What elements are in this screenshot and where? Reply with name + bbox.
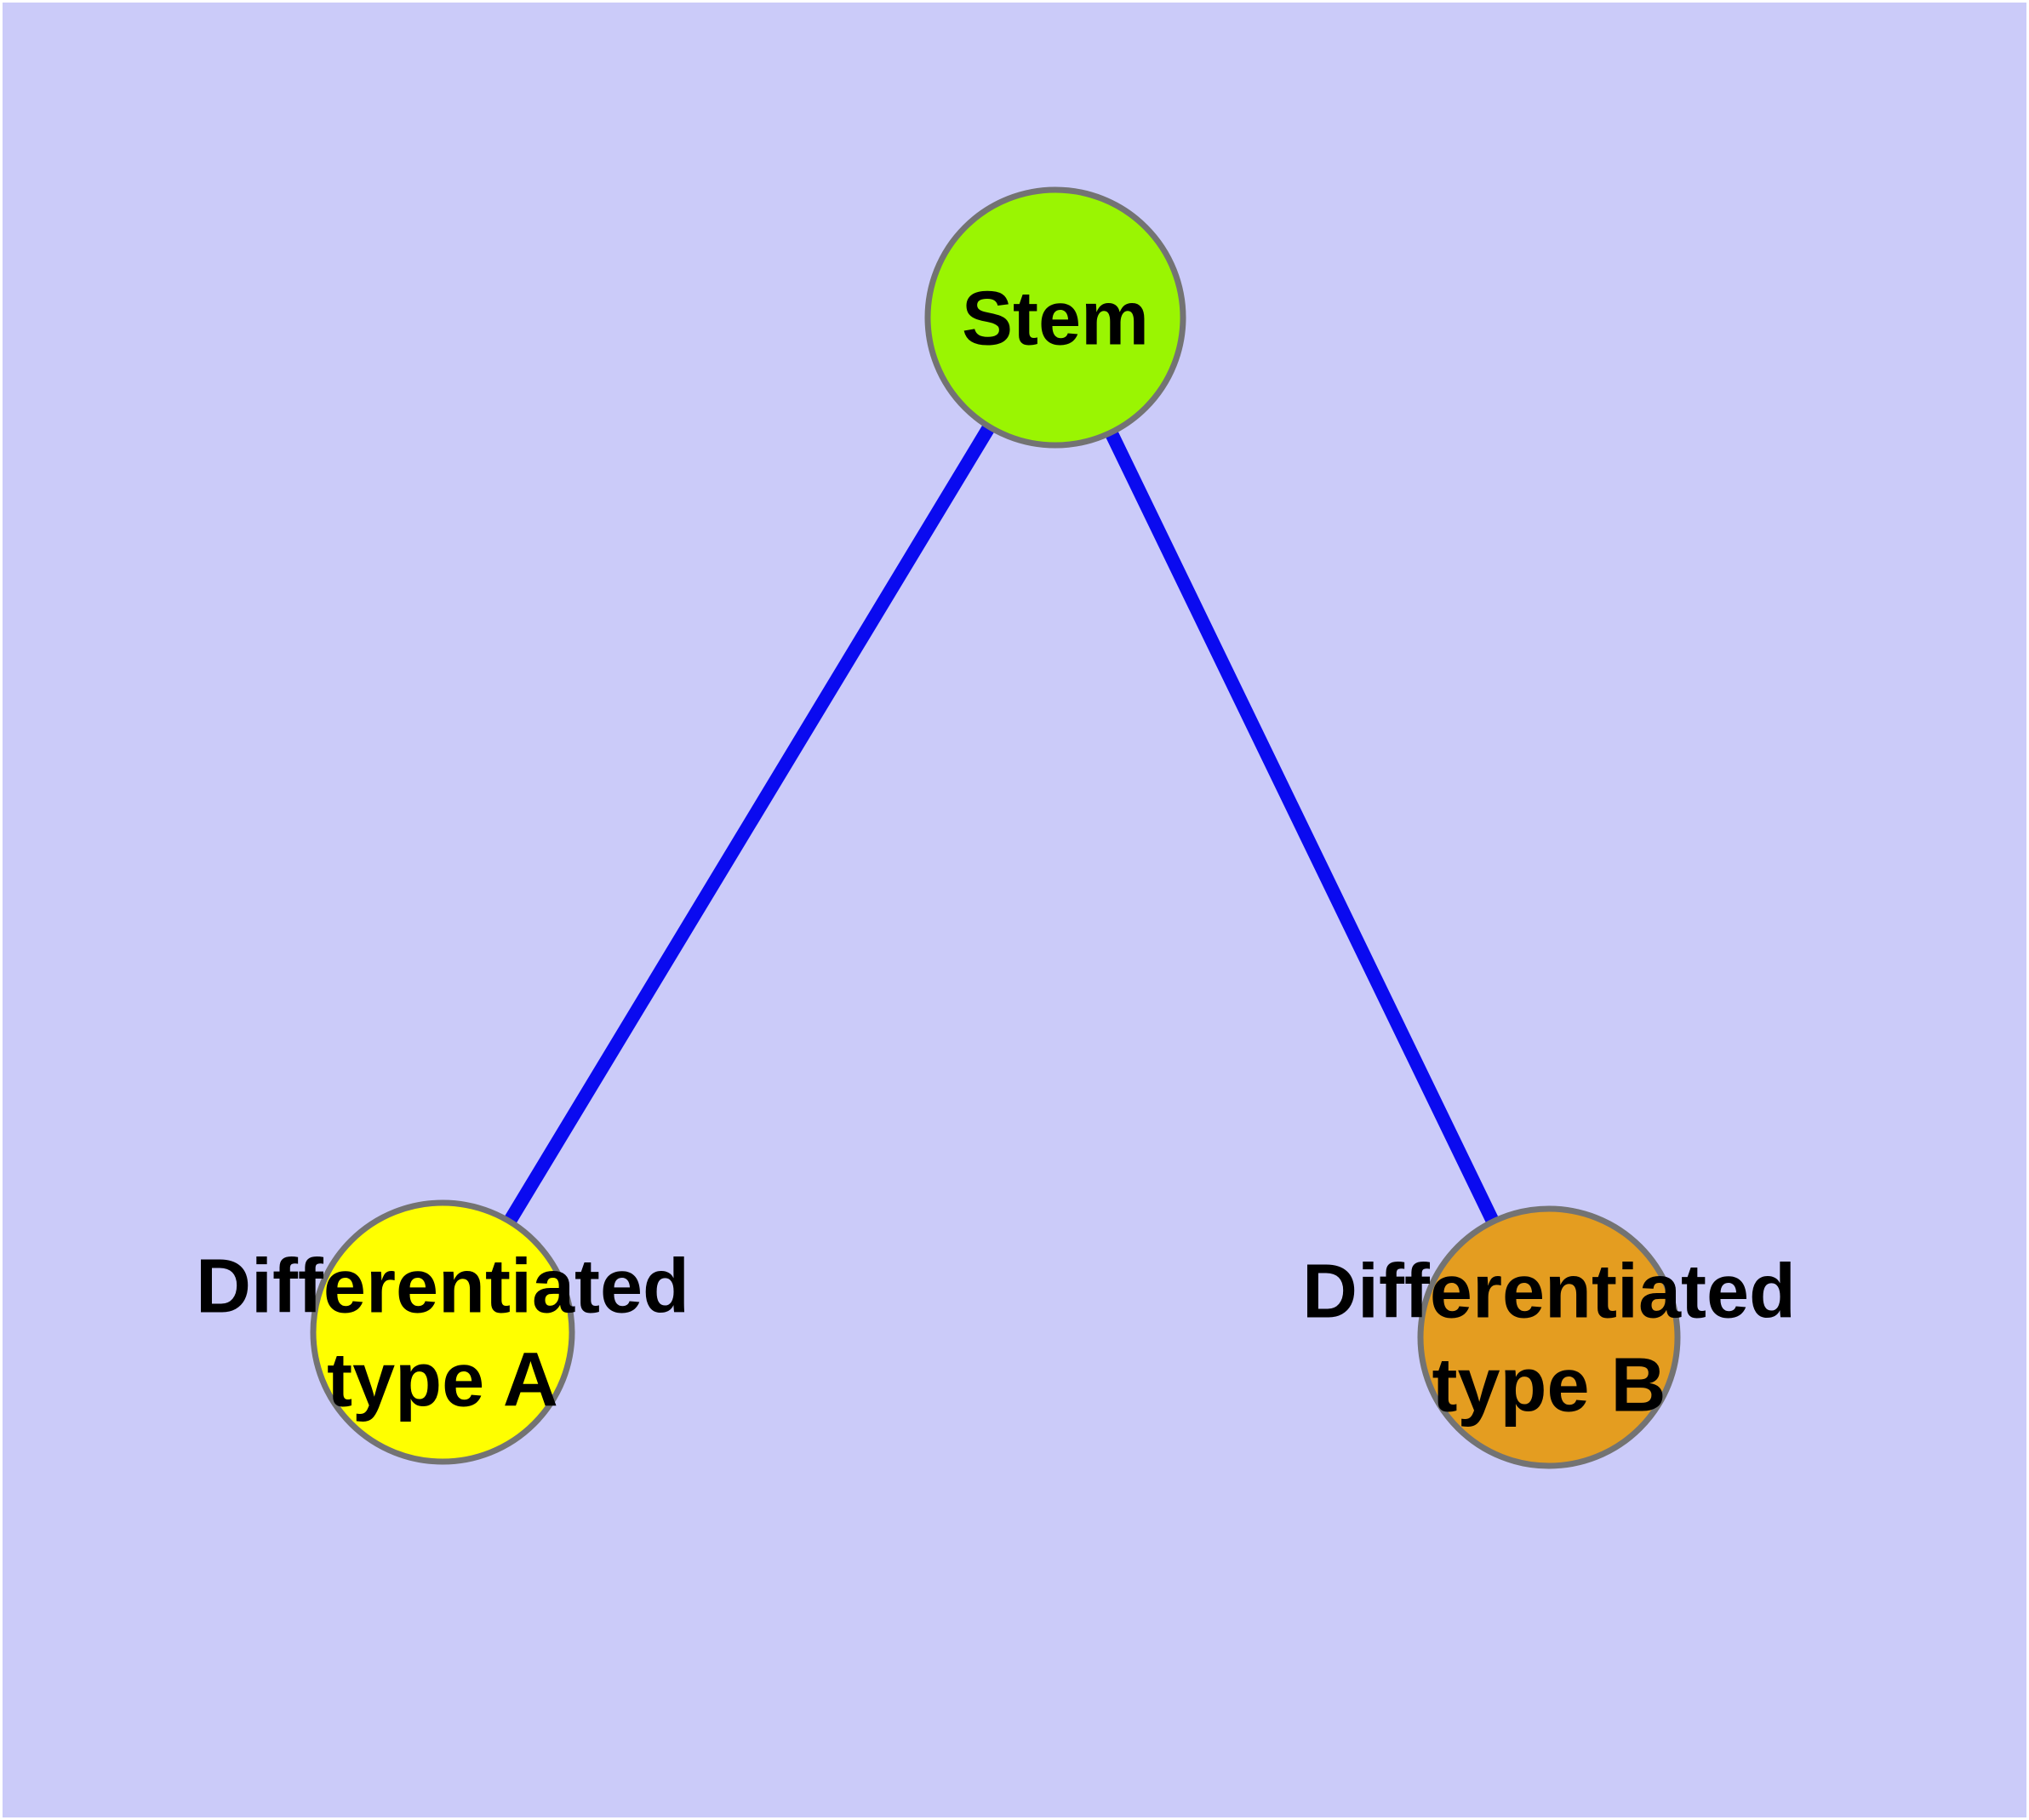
node-differentiated-type-a	[310, 1199, 575, 1465]
node-differentiated-type-a-label-line: type A	[327, 1338, 558, 1423]
nodes-layer	[310, 186, 1681, 1469]
node-differentiated-type-b	[1417, 1205, 1681, 1469]
edges-layer	[437, 313, 1556, 1341]
node-differentiated-type-b-label-line: type B	[1432, 1343, 1666, 1428]
edge-stem-to-differentiated-type-b	[1049, 314, 1556, 1341]
node-stem-label-line: Stem	[962, 277, 1149, 362]
node-stem-label: Stem	[962, 277, 1149, 362]
node-differentiated-type-b-label-line: Differentiated	[1302, 1250, 1796, 1335]
edge-stem-to-differentiated-type-a	[437, 313, 1061, 1336]
node-differentiated-type-a-label-line: Differentiated	[196, 1245, 689, 1330]
node-stem	[924, 186, 1186, 449]
